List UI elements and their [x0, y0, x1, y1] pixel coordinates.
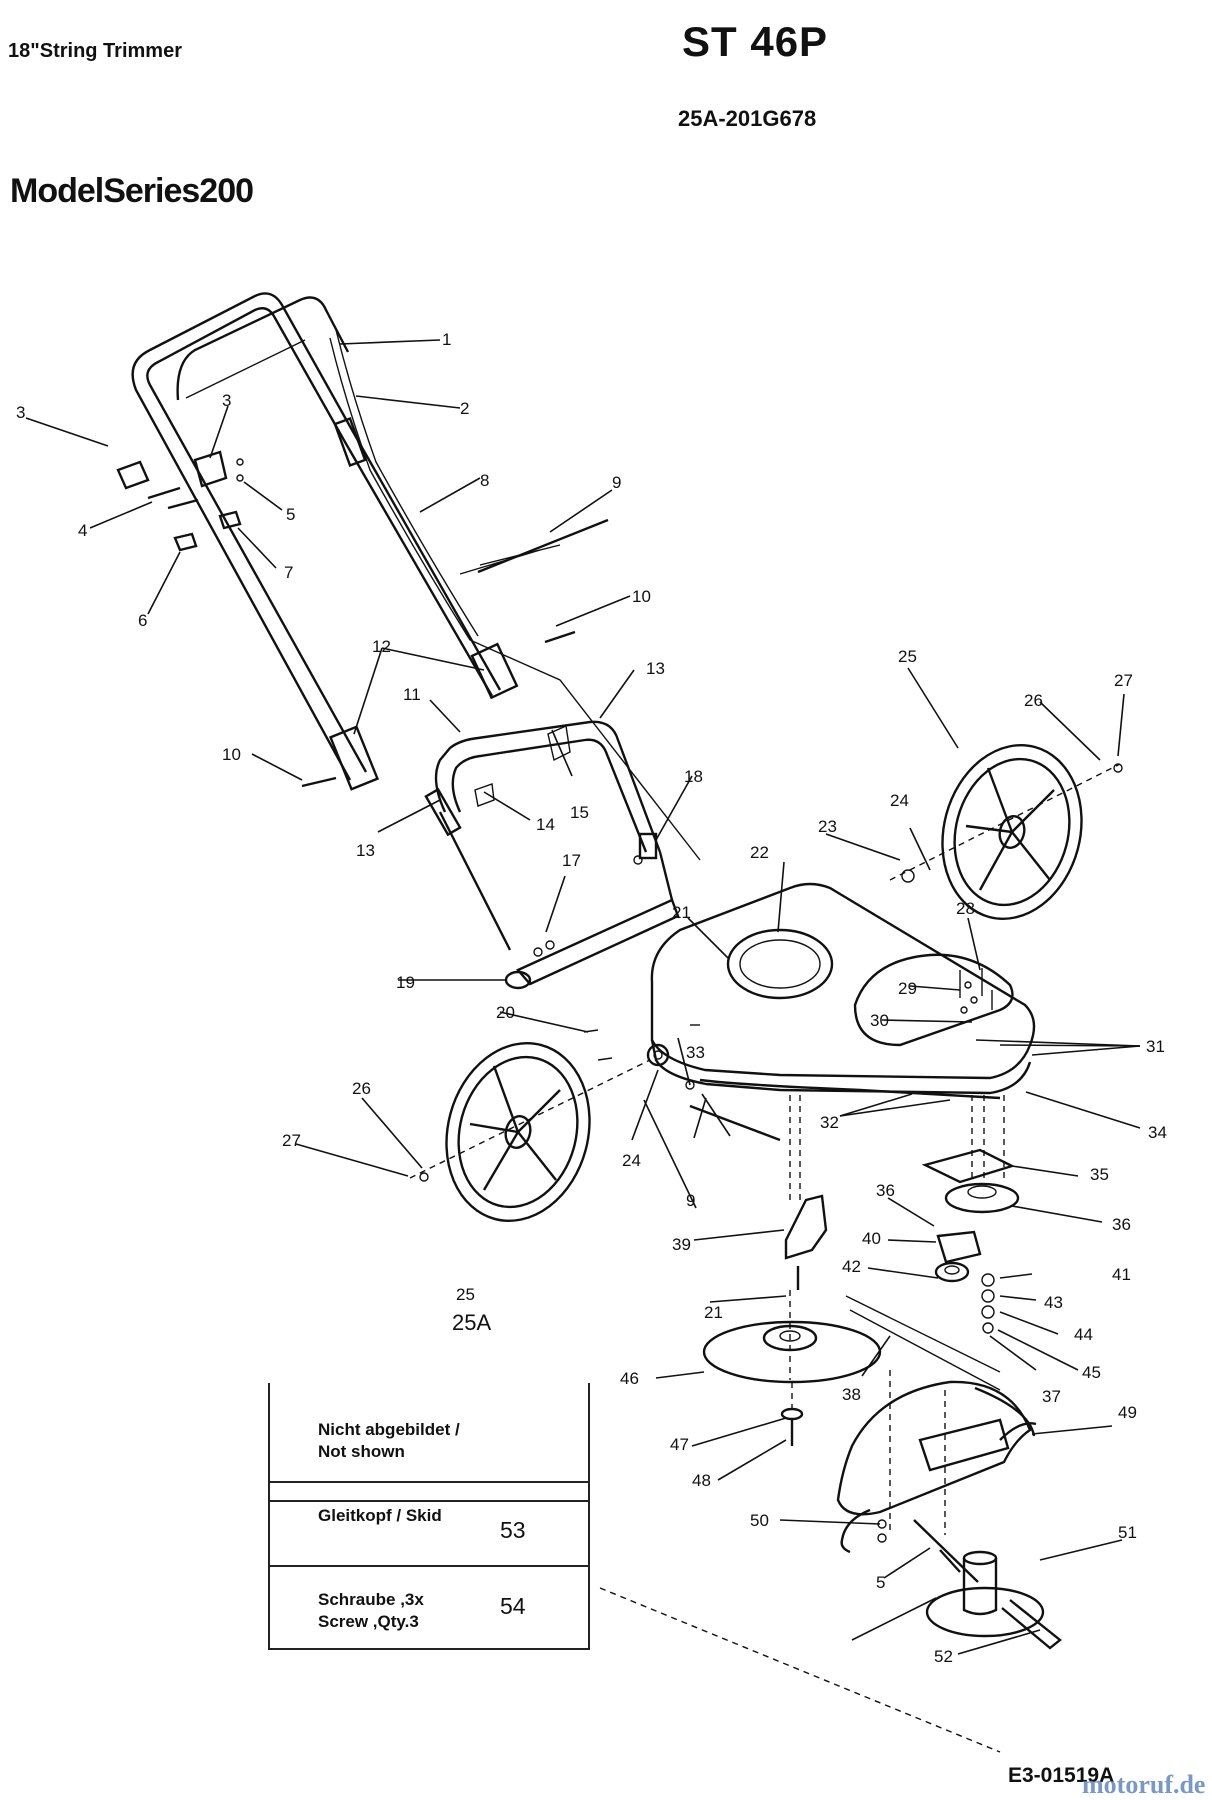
- callout: 45: [1082, 1363, 1101, 1382]
- callout: 27: [282, 1131, 301, 1150]
- callout: 1: [442, 330, 451, 349]
- callout: 8: [480, 471, 489, 490]
- callout: 9: [612, 473, 621, 492]
- callout: 3: [222, 391, 231, 410]
- callout: 6: [138, 611, 147, 630]
- callout: 12: [372, 637, 391, 656]
- callout: 13: [356, 841, 375, 860]
- callout: 22: [750, 843, 769, 862]
- callout: 46: [620, 1369, 639, 1388]
- callout: 26: [352, 1079, 371, 1098]
- callout: 42: [842, 1257, 861, 1276]
- callout: 4: [78, 521, 87, 540]
- leader-lines: [25, 339, 1141, 1655]
- model-title: ST 46P: [682, 18, 829, 65]
- axle-hardware: [409, 763, 1123, 1182]
- legend-line: Screw ,Qty.3: [318, 1612, 419, 1631]
- legend-label: Schraube ,3x Screw ,Qty.3: [318, 1589, 424, 1633]
- drawing-number: E3-01519A: [1008, 1764, 1115, 1787]
- trimmer-deck: [650, 882, 1036, 1100]
- legend-line: Not shown: [318, 1442, 405, 1461]
- callout: 10: [222, 745, 241, 764]
- legend-line: Schraube ,3x: [318, 1590, 424, 1609]
- callout: 25A: [452, 1310, 491, 1335]
- callout: 31: [1146, 1037, 1165, 1056]
- callout: 48: [692, 1471, 711, 1490]
- legend-line: Nicht abgebildet /: [318, 1420, 460, 1439]
- legend-label: Nicht abgebildet / Not shown: [318, 1419, 460, 1463]
- model-series: ModelSeries200: [10, 172, 254, 210]
- watermark-logo: motoruf.de: [1082, 1770, 1206, 1799]
- callout: 36: [876, 1181, 895, 1200]
- callout: 28: [956, 899, 975, 918]
- callout: 21: [704, 1303, 723, 1322]
- callout: 43: [1044, 1293, 1063, 1312]
- callout-labels: 1 2 3 3 4 5 6 7 8 9 10 10 11 12 13 13 14…: [16, 330, 1167, 1666]
- callout: 27: [1114, 671, 1133, 690]
- callout: 5: [286, 505, 295, 524]
- wheel-right: [941, 743, 1083, 921]
- callout: 21: [672, 903, 691, 922]
- callout: 37: [1042, 1387, 1061, 1406]
- part-number: 25A-201G678: [678, 106, 817, 131]
- callout: 2: [460, 399, 469, 418]
- callout: 33: [686, 1043, 705, 1062]
- callout: 40: [862, 1229, 881, 1248]
- callout: 38: [842, 1385, 861, 1404]
- callout: 14: [536, 815, 555, 834]
- callout: 35: [1090, 1165, 1109, 1184]
- callout: 24: [622, 1151, 641, 1170]
- legend-row-not-shown: Nicht abgebildet / Not shown: [270, 1383, 588, 1483]
- callout: 26: [1024, 691, 1043, 710]
- drive-assembly: [784, 1095, 1020, 1391]
- callout: 41: [1112, 1265, 1131, 1284]
- diagram-subtitle: 18"String Trimmer: [8, 40, 182, 62]
- legend-label: Gleitkopf / Skid: [318, 1506, 442, 1525]
- callout: 29: [898, 979, 917, 998]
- callout: 36: [1112, 1215, 1131, 1234]
- callout: 7: [284, 563, 293, 582]
- callout: 10: [632, 587, 651, 606]
- callout: 18: [684, 767, 703, 786]
- callout: 52: [934, 1647, 953, 1666]
- callout: 15: [570, 803, 589, 822]
- callout: 44: [1074, 1325, 1093, 1344]
- callout: 25: [898, 647, 917, 666]
- callout: 34: [1148, 1123, 1167, 1142]
- legend-row-screw: Schraube ,3x Screw ,Qty.3 54: [270, 1567, 588, 1647]
- callout: 39: [672, 1235, 691, 1254]
- callout: 30: [870, 1011, 889, 1030]
- callout: 19: [396, 973, 415, 992]
- not-shown-legend-table: Nicht abgebildet / Not shown Gleitkopf /…: [268, 1383, 590, 1650]
- lower-handle-frame: [424, 720, 680, 990]
- legend-divider: [268, 1500, 588, 1502]
- legend-row-skid: Gleitkopf / Skid 53: [270, 1483, 588, 1567]
- callout: 23: [818, 817, 837, 836]
- callout: 24: [890, 791, 909, 810]
- callout: 25: [456, 1285, 475, 1304]
- trimmer-guard-and-head: [836, 1370, 1062, 1650]
- callout: 5: [876, 1573, 885, 1592]
- callout: 51: [1118, 1523, 1137, 1542]
- callout: 3: [16, 403, 25, 422]
- callout: 49: [1118, 1403, 1137, 1422]
- callout: 17: [562, 851, 581, 870]
- callout: 32: [820, 1113, 839, 1132]
- callout: 13: [646, 659, 665, 678]
- callout: 50: [750, 1511, 769, 1530]
- callout: 9: [686, 1191, 695, 1210]
- callout: 47: [670, 1435, 689, 1454]
- handle-bracket-parts: [116, 450, 609, 788]
- handle-assembly: [131, 292, 701, 861]
- legend-part-number: 53: [500, 1517, 526, 1543]
- cutting-disc: [702, 1290, 882, 1446]
- legend-part-number: 54: [500, 1593, 526, 1619]
- callout: 11: [403, 685, 421, 704]
- callout: 20: [496, 1003, 515, 1022]
- wheel-left: [445, 1041, 591, 1223]
